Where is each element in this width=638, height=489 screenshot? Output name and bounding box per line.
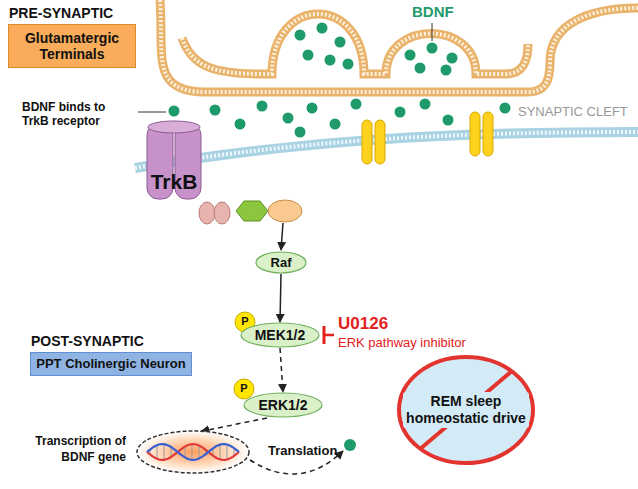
presynaptic-membrane-inner bbox=[160, 0, 638, 92]
bdnf-dot bbox=[325, 55, 336, 66]
channel-symbol bbox=[470, 112, 480, 156]
bdnf-dot bbox=[295, 30, 306, 41]
adaptor-protein bbox=[199, 202, 215, 224]
kinase-outline bbox=[244, 393, 322, 417]
dna-rung bbox=[220, 445, 221, 460]
leader-line bbox=[432, 23, 433, 41]
leader-line bbox=[138, 112, 166, 113]
kinase-name: ERK1/2 bbox=[258, 397, 307, 413]
prohibited-ring bbox=[399, 357, 533, 463]
adaptor-protein bbox=[214, 202, 230, 224]
trkb-receptor: TrkB bbox=[146, 118, 202, 200]
region-label: SYNAPTIC CLEFT bbox=[518, 104, 628, 120]
dna-rung bbox=[227, 444, 228, 459]
channel-symbol bbox=[375, 120, 385, 164]
nucleus-dna: Transcription of BDNF gene bbox=[10, 430, 252, 474]
bdnf-dot bbox=[317, 23, 328, 34]
dna-rung bbox=[157, 445, 158, 459]
bdnf-dot bbox=[443, 115, 454, 126]
postsynaptic-membrane bbox=[135, 132, 638, 168]
bdnf-dot bbox=[235, 119, 246, 130]
region-label: PPT Cholinergic Neuron bbox=[36, 357, 186, 372]
prohibited-circle: REM sleep homeostatic drive bbox=[396, 354, 536, 466]
dna-rung bbox=[164, 444, 165, 460]
bdnf-dot bbox=[405, 50, 416, 61]
adaptor-protein bbox=[268, 200, 302, 222]
presynaptic-membrane bbox=[160, 0, 638, 92]
annotation-label: BDNF binds to TrkB receptor bbox=[22, 100, 134, 129]
region-label: Glutamatergic Terminals bbox=[9, 30, 135, 62]
channel-symbol bbox=[362, 120, 372, 164]
adaptor-protein bbox=[236, 201, 268, 221]
bdnf-dot bbox=[351, 99, 362, 110]
pathway-arrow bbox=[280, 274, 281, 322]
section-heading: POST-SYNAPTIC bbox=[31, 333, 144, 349]
bdnf-dot bbox=[210, 105, 221, 116]
dna-strand bbox=[147, 444, 239, 460]
bdnf-dot bbox=[395, 107, 406, 118]
bdnf-dot bbox=[500, 103, 511, 114]
bdnf-dot bbox=[283, 113, 294, 124]
dna-strand bbox=[147, 444, 239, 460]
postsynaptic-membrane-inner bbox=[135, 132, 638, 168]
outcome-label: REM sleep homeostatic drive bbox=[403, 392, 529, 428]
dna-rung bbox=[192, 444, 193, 460]
pathway-arrow bbox=[280, 348, 283, 392]
bdnf-dot bbox=[415, 63, 426, 74]
dna-rung bbox=[199, 445, 200, 458]
presynaptic-bouton-inner bbox=[182, 14, 528, 74]
inhibitor-description: ERK pathway inhibitor bbox=[338, 335, 466, 351]
bdnf-dot bbox=[257, 101, 268, 112]
pathway-arrow bbox=[201, 418, 267, 431]
bdnf-dot bbox=[427, 43, 438, 54]
dna-rung bbox=[185, 447, 186, 458]
presynaptic-bouton bbox=[182, 14, 528, 74]
kinase-name: MEK1/2 bbox=[255, 327, 306, 343]
phosphate-label: P bbox=[234, 382, 254, 395]
bdnf-dot bbox=[335, 37, 346, 48]
kinase-outline bbox=[256, 252, 306, 273]
nucleus-outline bbox=[137, 431, 249, 473]
phosphate-circle bbox=[234, 379, 254, 399]
bdnf-dot bbox=[330, 119, 341, 130]
receptor-name: TrkB bbox=[146, 170, 202, 194]
inhibition-bar bbox=[323, 326, 326, 344]
kinase-ellipse: Raf bbox=[255, 251, 307, 274]
bdnf-dot bbox=[441, 65, 452, 76]
kinase-ellipse: MEK1/2 bbox=[240, 322, 320, 348]
process-label: Translation bbox=[268, 443, 337, 459]
bdnf-dot bbox=[420, 99, 431, 110]
signal-arrow bbox=[281, 223, 283, 250]
kinase-name: Raf bbox=[271, 255, 292, 270]
bdnf-dot bbox=[447, 53, 458, 64]
bdnf-dot bbox=[343, 59, 354, 70]
bdnf-dot bbox=[307, 103, 318, 114]
region-label-box: POST-SYNAPTICPPT Cholinergic Neuron bbox=[30, 352, 192, 376]
kinase-outline bbox=[241, 323, 319, 347]
bdnf-dot bbox=[344, 439, 356, 451]
channel-symbol bbox=[483, 112, 493, 156]
region-label-box: PRE-SYNAPTICGlutamatergic Terminals bbox=[8, 24, 136, 68]
receptor-cap bbox=[148, 121, 200, 133]
bdnf-dot bbox=[169, 106, 180, 117]
bdnf-dot bbox=[295, 127, 306, 138]
phosphate-label: P bbox=[235, 315, 255, 328]
kinase-ellipse: ERK1/2 bbox=[243, 392, 323, 418]
molecule-label: BDNF bbox=[412, 3, 454, 21]
inhibitor-name: U0126 bbox=[338, 314, 388, 334]
process-label: Transcription of BDNF gene bbox=[10, 434, 126, 465]
section-heading: PRE-SYNAPTIC bbox=[9, 5, 113, 21]
bdnf-dot bbox=[303, 50, 314, 61]
